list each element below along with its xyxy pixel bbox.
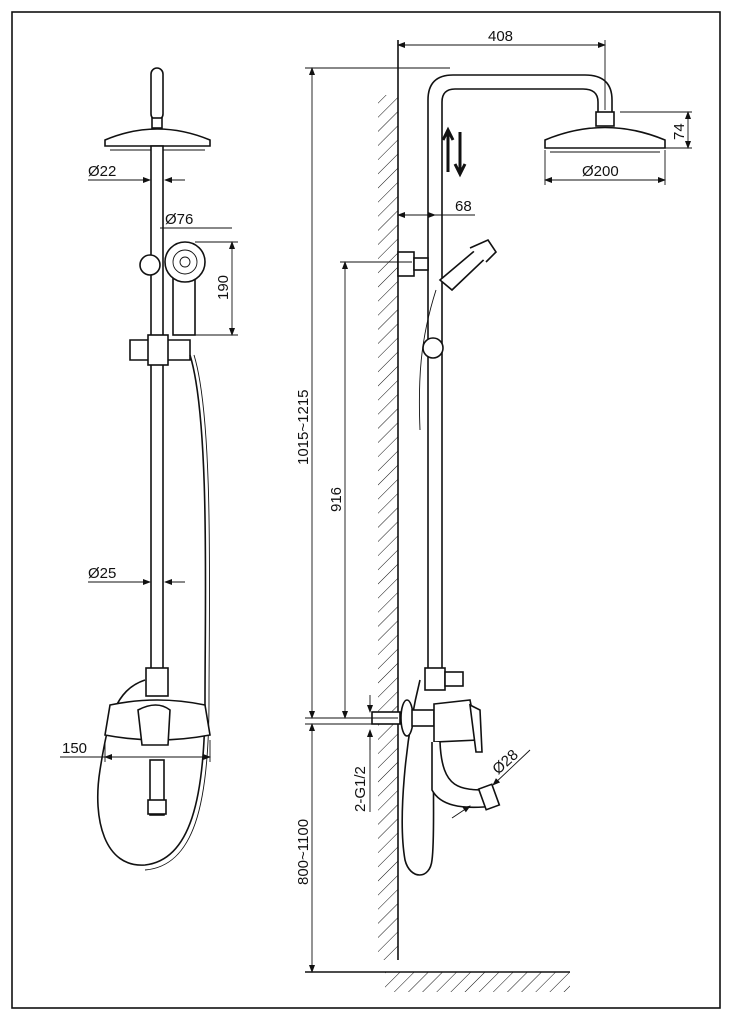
floor-hatch <box>385 972 570 992</box>
shower-arm <box>427 74 613 670</box>
hose-front <box>96 354 207 866</box>
diverter <box>444 671 464 687</box>
drawing-line <box>418 289 437 431</box>
drawing-line <box>172 249 198 275</box>
dim-arm-reach: 408 <box>488 28 513 45</box>
drawing-line <box>492 749 531 786</box>
dim-head-dia: Ø200 <box>582 163 619 180</box>
drawing-line <box>179 256 191 268</box>
dim-riser-dia: Ø25 <box>88 565 116 582</box>
dim-head-pipe-dia: Ø22 <box>88 163 116 180</box>
shower-head-front <box>104 128 211 147</box>
drawing-line <box>151 117 163 129</box>
drawing-line <box>147 334 169 366</box>
drawing-line <box>441 88 599 670</box>
shower-head-side <box>544 126 666 149</box>
mixer-lever-front <box>137 704 171 746</box>
side-view: 408 74 Ø200 68 1015~1215 916 2-G1/2 800~… <box>295 28 692 992</box>
dim-hand-shower-len: 190 <box>215 275 232 300</box>
dim-hand-shower-dia: Ø76 <box>165 211 193 228</box>
mixer-lever-side <box>469 703 483 753</box>
drawing-line <box>451 805 471 819</box>
dim-total-height: 1015~1215 <box>295 390 312 466</box>
drawing-line <box>453 132 467 178</box>
dim-mixer-width: 150 <box>62 740 87 757</box>
drawing-line <box>139 254 161 276</box>
front-view: Ø22 Ø76 190 Ø25 150 <box>60 67 238 871</box>
adjust-arrows-icon <box>441 126 467 178</box>
drawing-line <box>424 667 446 691</box>
hand-shower-front <box>164 241 206 283</box>
dim-spout-dia: Ø28 <box>489 746 521 778</box>
dim-inlet: 2-G1/2 <box>352 766 369 812</box>
dim-wall-offset: 68 <box>455 198 472 215</box>
dim-head-height: 74 <box>671 123 688 140</box>
drawing-line <box>145 667 169 697</box>
drawing-line <box>144 354 211 871</box>
drawing-line <box>595 111 615 127</box>
drawing-line <box>469 238 498 263</box>
slide-knob <box>422 337 444 359</box>
drawing-line <box>147 799 167 815</box>
drawing-line <box>477 783 501 811</box>
drawing-line <box>441 126 455 172</box>
dim-install-height: 800~1100 <box>295 819 312 885</box>
top-knob <box>150 67 164 121</box>
dim-bracket-height: 916 <box>328 487 345 512</box>
drawing-line <box>413 257 429 271</box>
drawing-frame <box>11 11 721 1009</box>
drawing-line <box>411 709 435 727</box>
wall-hatch <box>378 95 398 960</box>
wall-bracket <box>397 251 415 277</box>
riser-pipe-front <box>150 145 164 671</box>
